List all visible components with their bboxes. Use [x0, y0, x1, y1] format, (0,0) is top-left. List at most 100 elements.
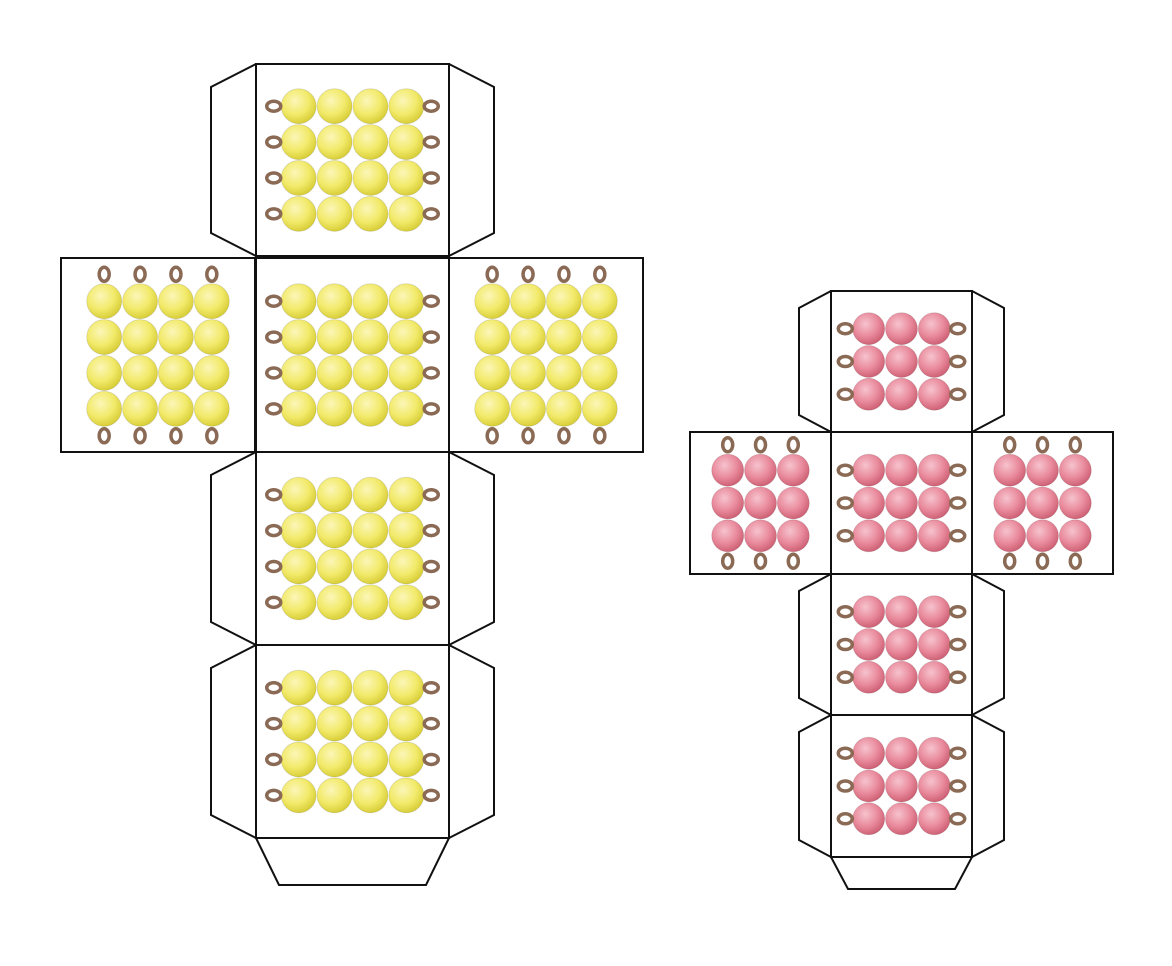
bead	[852, 802, 886, 836]
wire-loop	[836, 637, 855, 652]
wire-loop	[265, 171, 283, 185]
wire-loop	[786, 436, 801, 454]
bead	[885, 736, 918, 770]
bead	[885, 453, 918, 487]
face-left	[60, 257, 256, 453]
bead-bar	[122, 265, 158, 445]
wire-loop	[422, 99, 440, 113]
bead	[280, 355, 317, 391]
bead	[122, 390, 158, 427]
bead	[581, 283, 618, 320]
wire-loop	[265, 680, 283, 695]
wire-loop	[948, 812, 967, 826]
wire-loop	[521, 427, 535, 445]
wire-loop	[205, 427, 219, 445]
bead	[852, 312, 886, 346]
wire-loop	[557, 427, 571, 445]
bead-bar	[744, 436, 777, 570]
bead	[581, 390, 618, 427]
wire-loop	[593, 265, 607, 283]
bead	[352, 195, 389, 232]
bead	[388, 319, 425, 355]
bead	[388, 283, 425, 320]
bead-bar	[86, 265, 123, 445]
bead	[776, 453, 810, 487]
bead	[388, 160, 425, 196]
wire-loop	[1002, 436, 1017, 454]
glue-tab	[798, 290, 832, 433]
bead-bar	[265, 777, 440, 814]
glue-tab	[830, 856, 973, 890]
wire-loop	[1068, 552, 1083, 570]
wire-loop	[948, 604, 967, 619]
bead	[316, 124, 353, 160]
bead-bar	[836, 628, 967, 661]
face-outline-center	[255, 257, 450, 453]
bead	[280, 390, 317, 427]
face-outline-right	[448, 257, 644, 453]
wire-loop	[265, 523, 283, 538]
wire-loop	[948, 779, 967, 793]
wire-loop	[753, 436, 768, 454]
bead	[581, 355, 618, 391]
bead	[917, 486, 951, 520]
bead	[280, 777, 317, 814]
bead-bar	[836, 345, 967, 378]
wire-loop	[948, 387, 967, 402]
face-outline-top	[255, 63, 450, 257]
bead	[193, 319, 230, 355]
bead	[280, 124, 317, 160]
bead-bar	[158, 265, 194, 445]
face-top	[830, 290, 973, 433]
bead	[86, 355, 123, 391]
wire-loop	[836, 529, 855, 543]
bead	[1058, 453, 1092, 487]
wire-loop	[265, 207, 283, 221]
bead	[316, 741, 353, 778]
wire-loop	[948, 670, 967, 685]
face-bottom	[830, 714, 973, 858]
bead	[280, 319, 317, 355]
wire-loop	[422, 595, 440, 610]
wire-loop	[265, 595, 283, 610]
wire-loop	[422, 294, 440, 308]
bead	[711, 453, 745, 487]
bead	[917, 377, 951, 411]
bead	[885, 377, 918, 411]
bead	[852, 769, 886, 803]
bead	[711, 486, 745, 520]
bead	[510, 319, 546, 355]
bead	[852, 736, 886, 770]
bead	[917, 345, 951, 378]
wire-loop	[485, 265, 499, 283]
bead	[193, 390, 230, 427]
wire-loop	[265, 788, 283, 803]
bead	[388, 584, 425, 621]
bead	[885, 802, 918, 836]
bead	[852, 345, 886, 378]
bead-bar	[836, 660, 967, 694]
face-bottom	[255, 644, 450, 839]
bead	[388, 355, 425, 391]
bead	[316, 777, 353, 814]
wire-loop	[948, 746, 967, 760]
wire-loop	[836, 321, 855, 336]
face-right	[971, 431, 1114, 575]
glue-tab	[971, 573, 1005, 716]
bead	[885, 660, 918, 694]
wire-loop	[836, 670, 855, 685]
wire-loop	[422, 487, 440, 502]
bead	[316, 283, 353, 320]
bead	[885, 628, 918, 661]
glue-tab	[210, 451, 257, 646]
bead	[885, 345, 918, 378]
wire-loop	[753, 552, 768, 570]
face-outline-lower	[255, 451, 450, 646]
wire-loop	[836, 463, 855, 477]
bead	[158, 283, 194, 320]
wire-loop	[1002, 552, 1017, 570]
bead	[993, 519, 1027, 553]
bead	[86, 283, 123, 320]
bead-bar	[581, 265, 618, 445]
